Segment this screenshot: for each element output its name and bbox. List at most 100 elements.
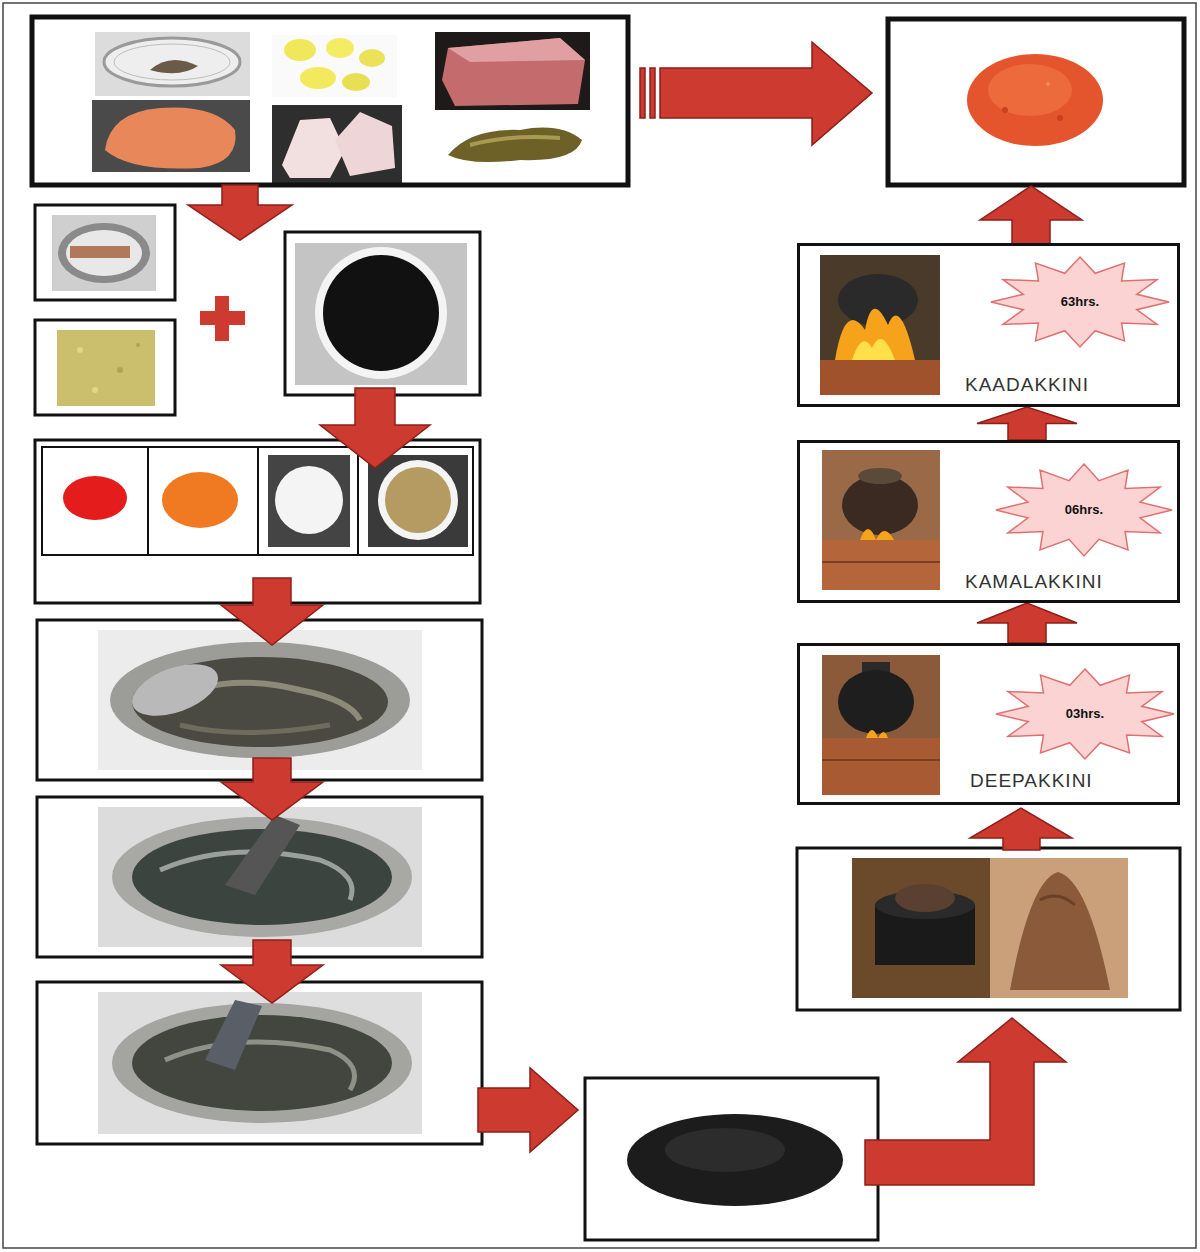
- powder-cells-part: [63, 476, 127, 520]
- clay-mound-photo-part: [990, 858, 1128, 998]
- frame-boxes-part: [35, 320, 175, 415]
- olive-metal-photo: [440, 118, 590, 168]
- frame-boxes-part: [37, 620, 482, 780]
- block-arrows-part: [650, 68, 655, 118]
- block-arrows-part: [188, 185, 292, 240]
- red-stone-photo-part: [448, 38, 585, 62]
- deepakkini-fire-photo-part: [822, 738, 940, 795]
- frame-boxes-part: [32, 17, 628, 185]
- frame-boxes: [32, 17, 1184, 1240]
- powder-cells-part: [147, 447, 149, 555]
- crystal-photo-part: [282, 118, 345, 178]
- block-arrows-part: [660, 42, 872, 145]
- stage-box: KAADAKKINI63hrs.: [797, 243, 1180, 407]
- page-frame: [3, 3, 1196, 1248]
- product-powder-photo-part: [1046, 82, 1050, 86]
- glass-dish-photo-part: [150, 60, 198, 73]
- stage-box: DEEPAKKINI 03hrs.: [797, 643, 1180, 805]
- crystal-photo-part: [272, 105, 402, 185]
- block-arrows-part: [320, 388, 430, 468]
- flow-arrow: [977, 407, 1077, 440]
- black-circle-photo: [295, 243, 467, 385]
- sealed-pot-photo: [852, 858, 990, 998]
- mortar-photo-part: [112, 1003, 412, 1123]
- mortar-photo-part: [98, 992, 422, 1134]
- powder-cells-part: [257, 447, 259, 555]
- powder-cells-part: [357, 447, 359, 555]
- stage-label: KAMALAKKINI: [965, 571, 1103, 593]
- kamalakkini-fire-photo-part: [822, 561, 940, 563]
- product-powder-photo: [967, 54, 1103, 146]
- duration-label: 63hrs.: [1061, 294, 1099, 310]
- kamalakkini-fire-photo-part: [822, 540, 940, 590]
- product-powder-photo-part: [988, 64, 1072, 116]
- powder-cells: [42, 447, 473, 555]
- mortar-photo-part: [205, 1000, 262, 1070]
- sealed-pot-photo-part: [895, 884, 955, 912]
- mortar-photo-part: [110, 642, 410, 758]
- crystal-photo: [272, 105, 402, 185]
- mortar-photo: [98, 992, 422, 1134]
- deepakkini-fire-photo-part: [838, 670, 914, 734]
- starburst-outline: [996, 464, 1172, 556]
- olive-metal-photo-part: [470, 137, 560, 145]
- black-powder-photo: [627, 1114, 843, 1206]
- frame-boxes-part: [888, 19, 1184, 185]
- kaadakkini-fire-photo-part: [852, 339, 895, 360]
- block-arrows: [188, 42, 1082, 1185]
- block-arrows-part: [221, 578, 323, 645]
- kaadakkini-fire-photo: [820, 255, 940, 395]
- block-arrows-part: [865, 1018, 1066, 1185]
- product-powder-photo-part: [1002, 107, 1008, 113]
- block-arrows-part: [980, 186, 1082, 245]
- powder-cells-part: [162, 472, 238, 528]
- frame-boxes-part: [37, 982, 482, 1144]
- mortar-photo: [98, 807, 422, 947]
- black-circle-photo-part: [315, 247, 447, 379]
- orange-lump-photo-part: [92, 100, 250, 172]
- powder-cells-part: [42, 447, 473, 555]
- sulphur-photo-part: [284, 39, 316, 61]
- deepakkini-fire-photo-part: [822, 655, 940, 795]
- frame-boxes-part: [585, 1078, 878, 1240]
- stage-label: DEEPAKKINI: [970, 770, 1093, 792]
- kamalakkini-fire-photo-part: [860, 529, 894, 540]
- sulphur-photo: [272, 35, 397, 97]
- block-arrows-part: [221, 940, 323, 1003]
- block-arrows-part: [221, 758, 323, 820]
- crystal-photo-part: [335, 112, 395, 176]
- red-stone-photo: [435, 32, 590, 110]
- block-arrows-part: [478, 1068, 578, 1152]
- flow-arrow: [977, 603, 1077, 643]
- sulphur-photo-part: [342, 73, 370, 91]
- yellow-powder-photo-part: [92, 387, 98, 393]
- powder-cells-part: [268, 455, 350, 547]
- frame-boxes-part: [797, 848, 1180, 1010]
- plus-sign: [200, 296, 245, 341]
- black-circle-photo-part: [323, 255, 439, 371]
- mortar-photo-part: [132, 1015, 392, 1111]
- clay-mound-photo-part: [1040, 896, 1075, 905]
- mortar-photo-part: [180, 725, 330, 733]
- duration-starburst: 63hrs.: [990, 256, 1170, 348]
- powder-cells-part: [385, 467, 451, 533]
- sulphur-photo-part: [326, 38, 354, 58]
- starburst-outline: [991, 257, 1169, 347]
- yellow-powder-photo-part: [117, 367, 123, 373]
- kamalakkini-fire-photo-part: [858, 468, 902, 484]
- olive-metal-photo-part: [448, 128, 582, 163]
- steel-bowl-photo-part: [66, 230, 142, 276]
- sulphur-photo-part: [272, 35, 397, 97]
- kaadakkini-fire-photo-part: [820, 255, 940, 395]
- product-powder-photo-part: [1057, 115, 1063, 121]
- glass-dish-photo-part: [95, 32, 250, 96]
- mortar-photo-part: [98, 630, 422, 770]
- duration-starburst: 03hrs.: [995, 668, 1175, 760]
- olive-metal-photo-part: [440, 118, 590, 168]
- mortar-photo-part: [225, 815, 300, 895]
- mortar-photo-part: [98, 807, 422, 947]
- glass-dish-photo-part: [114, 44, 230, 80]
- orange-lump-photo-part: [105, 107, 236, 168]
- kamalakkini-fire-photo: [822, 450, 940, 590]
- powder-cells-part: [378, 460, 458, 540]
